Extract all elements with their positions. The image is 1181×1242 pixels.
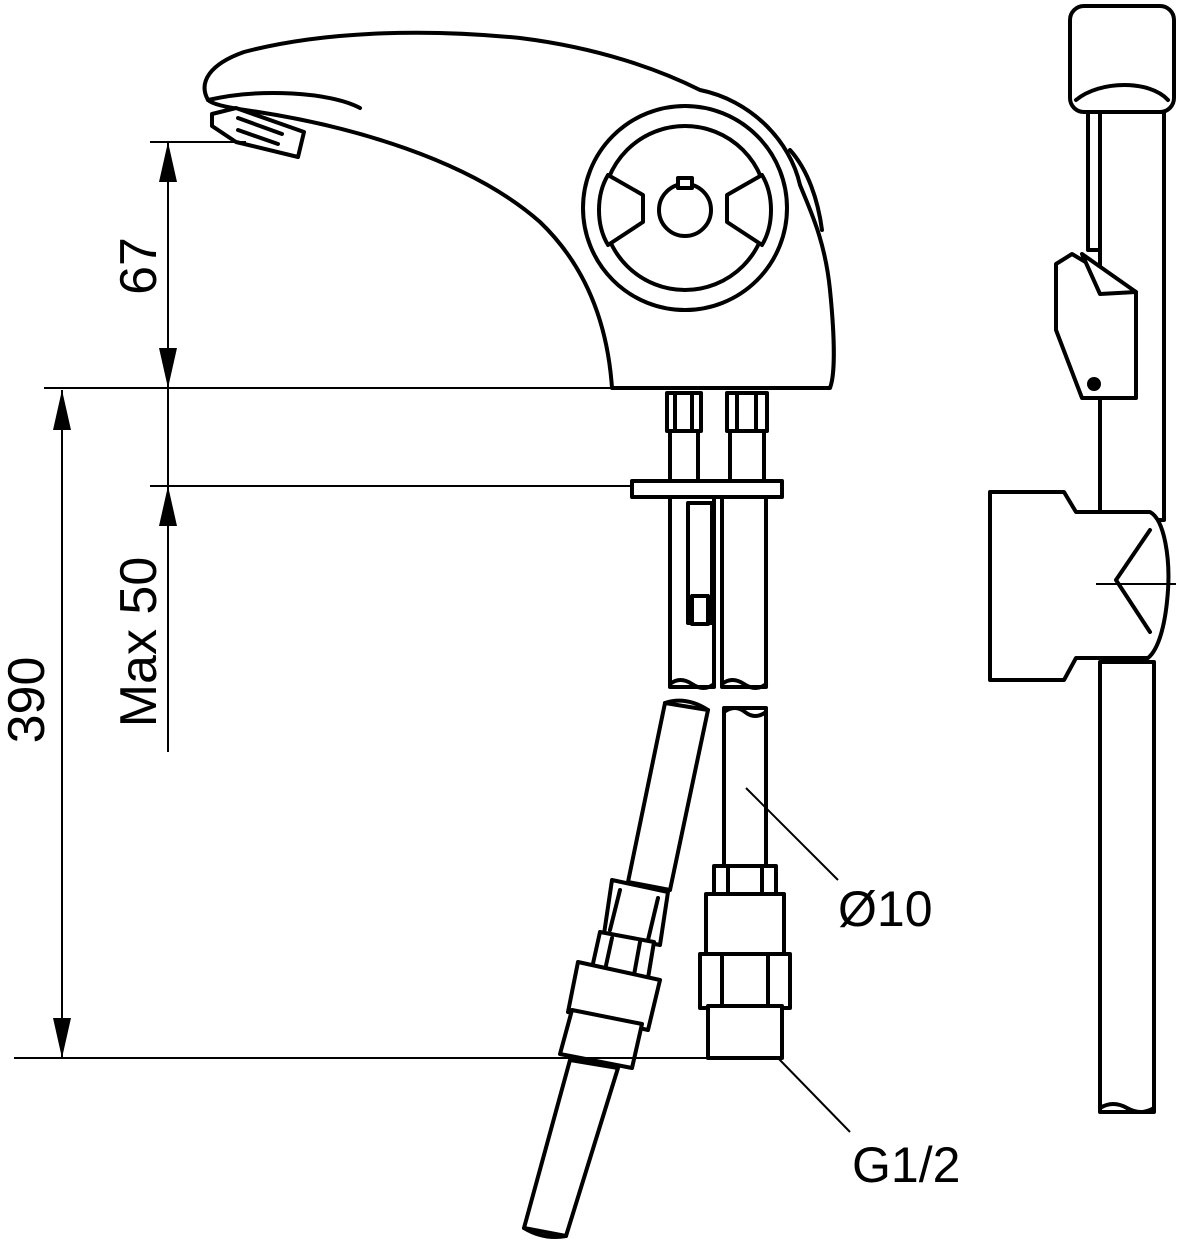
supply-stems bbox=[665, 391, 769, 483]
side-view-lower-tube bbox=[1098, 660, 1156, 1114]
hose-upper-section bbox=[668, 495, 768, 690]
control-knob bbox=[581, 104, 789, 312]
spout-aerator bbox=[210, 106, 306, 159]
spout-height-label: 67 bbox=[110, 237, 168, 295]
deck-thickness-label: Max 50 bbox=[110, 557, 168, 728]
thread-size-label: G1/2 bbox=[852, 1137, 960, 1193]
side-view-sensor bbox=[1054, 252, 1138, 400]
total-length-label: 390 bbox=[0, 657, 56, 744]
leader-lines bbox=[745, 787, 851, 1133]
side-view-top-cap bbox=[1068, 4, 1176, 114]
hose-diameter-label: Ø10 bbox=[838, 881, 933, 937]
mounting-plate bbox=[630, 479, 784, 499]
hose-lower-right bbox=[698, 706, 792, 1060]
dimension-lines bbox=[14, 141, 708, 1059]
hose-lower-left bbox=[522, 698, 710, 1239]
side-view-clamp bbox=[988, 490, 1176, 682]
